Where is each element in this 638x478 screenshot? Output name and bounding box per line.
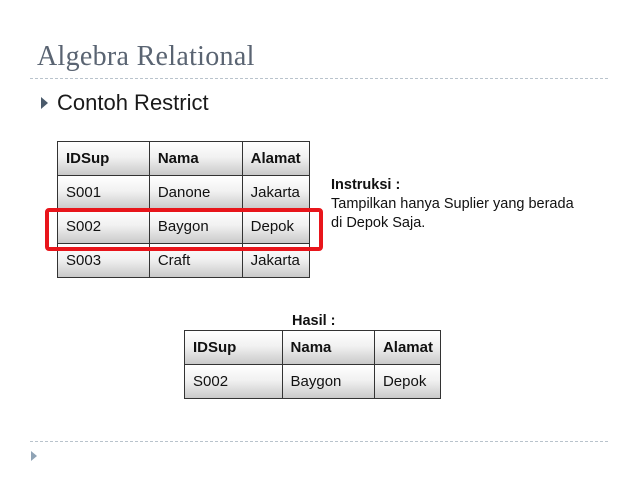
instruction-line: Tampilkan hanya Suplier yang berada — [331, 196, 574, 212]
table-cell: Depok — [241, 209, 311, 244]
header-cell: Nama — [281, 330, 375, 365]
footer-arrow-icon — [31, 451, 37, 461]
table-cell: Baygon — [148, 209, 243, 244]
header-cell: Nama — [148, 141, 243, 176]
instruction-line: di Depok Saja. — [331, 215, 426, 231]
bullet-arrow-icon — [41, 97, 48, 109]
header-cell: IDSup — [57, 141, 150, 176]
header-cell: Alamat — [241, 141, 311, 176]
table-cell: Jakarta — [241, 175, 311, 210]
table-cell: S001 — [57, 175, 150, 210]
result-label: Hasil : — [292, 313, 336, 329]
table-row: S001 Danone Jakarta — [57, 175, 311, 210]
result-table: IDSup Nama Alamat S002 Baygon Depok — [184, 330, 442, 399]
table-cell: Depok — [373, 364, 442, 399]
instruction-block: Instruksi : Tampilkan hanya Suplier yang… — [331, 176, 574, 233]
table-cell: Baygon — [281, 364, 375, 399]
table-row: S002 Baygon Depok — [184, 364, 442, 399]
table-cell: Jakarta — [241, 243, 311, 278]
instruction-label: Instruksi : — [331, 177, 401, 193]
highlight-box — [45, 208, 323, 251]
table-row: S002 Baygon Depok — [57, 209, 311, 244]
table-cell: Danone — [148, 175, 243, 210]
title-divider — [30, 78, 608, 79]
bullet-text: Contoh Restrict — [57, 90, 209, 115]
table-cell: S002 — [184, 364, 283, 399]
table-header-row: IDSup Nama Alamat — [184, 330, 442, 365]
footer-divider — [30, 441, 608, 442]
table-header-row: IDSup Nama Alamat — [57, 141, 311, 176]
slide-title: Algebra Relational — [37, 41, 255, 72]
header-cell: Alamat — [373, 330, 442, 365]
header-cell: IDSup — [184, 330, 283, 365]
